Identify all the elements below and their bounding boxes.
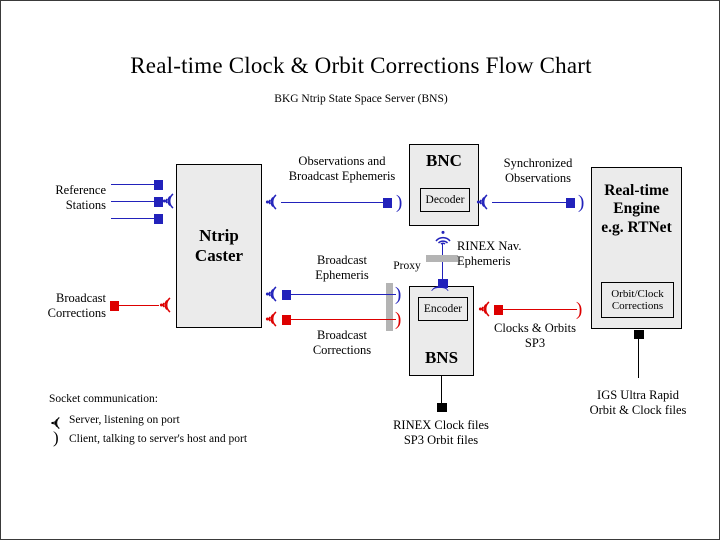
client-paren-bns-ephemeris-out: ) [395,284,402,305]
node-bnc-decoder[interactable]: Decoder [420,188,470,212]
label-synchronized-observations: Synchronized Observations [503,156,573,186]
proxy-bar-rinex [426,255,458,262]
socket-icon-caster-in-corrections [265,309,280,329]
arrow-observations-line [281,202,385,203]
node-bnc-title: BNC [426,151,462,170]
page-title: Real-time Clock & Orbit Corrections Flow… [130,53,592,78]
client-paren-bnc-in: ) [396,192,403,213]
proxy-bar-bns-out [386,283,393,331]
client-paren-bns-corrections-out: ) [395,309,402,330]
socket-icon-caster-in-ephemeris [265,284,280,304]
socket-icon-legend-server [49,415,64,431]
socket-icon-caster-corrections [159,295,174,315]
arrow-ref-station-3-head [154,214,163,224]
socket-icon-bnc-out-rinex [433,230,453,245]
arrow-ref-station-1-line [111,184,156,185]
arrow-clocks-orbits-line [503,309,577,310]
node-bns-title: BNS [424,347,459,367]
arrow-broadcast-corrections-left-line [119,305,159,306]
socket-icon-bns-in-clocks [478,299,493,319]
label-proxy: Proxy [393,260,421,272]
client-paren-bns-rinex-in: ) [428,285,450,292]
socket-icon-caster-stations [162,191,177,211]
node-bnc[interactable]: BNC Decoder [409,144,479,226]
client-paren-rtengine-clocks-out: ) [576,299,583,320]
node-bns-encoder[interactable]: Encoder [418,297,468,321]
arrow-broadcast-ephemeris-line [291,294,396,295]
socket-icon-caster-out-observations [265,192,280,212]
client-paren-legend-icon: ) [53,428,59,447]
label-igs-ultra-rapid: IGS Ultra Rapid Orbit & Clock files [589,388,687,418]
node-realtime-engine-corrections[interactable]: Orbit/Clock Corrections [601,282,674,318]
arrow-igs-line [638,338,639,378]
arrow-clocks-orbits-head [494,305,503,315]
arrow-observations-head [383,198,392,208]
node-bns[interactable]: Encoder BNS [409,286,474,376]
arrow-ref-station-2-line [111,201,156,202]
arrow-rinex-files-head [437,403,447,412]
label-broadcast-corrections-left: Broadcast Corrections [47,291,106,321]
label-rinex-nav-ephemeris: RINEX Nav. Ephemeris [457,239,522,269]
arrow-broadcast-corrections-mid-line [291,319,396,320]
arrow-rinex-nav-line [442,244,443,282]
socket-icon-bnc-out-sync [476,192,491,212]
arrow-broadcast-corrections-left-head [110,301,119,311]
arrow-igs-head [634,330,644,339]
arrow-sync-observations-head [566,198,575,208]
legend-client-label: Client, talking to server's host and por… [69,433,248,445]
client-paren-rtengine-in: ) [578,192,585,213]
label-rinex-clock-sp3-files: RINEX Clock files SP3 Orbit files [393,418,489,448]
legend-server-label: Server, listening on port [69,414,180,426]
label-clocks-orbits-sp3: Clocks & Orbits SP3 [494,321,576,351]
arrow-rinex-files-line [441,376,442,406]
node-realtime-engine[interactable]: Real-time Engine e.g. RTNet Orbit/Clock … [591,167,682,329]
arrow-rinex-nav-head [438,279,448,288]
legend-heading: Socket communication: [49,393,158,405]
arrow-ref-station-2-head [154,197,163,207]
label-observations-broadcast-ephemeris: Observations and Broadcast Ephemeris [288,154,396,184]
arrow-sync-observations-line [492,202,568,203]
node-ntrip-caster[interactable]: Ntrip Caster [176,164,262,328]
label-reference-stations: Reference Stations [55,183,106,213]
arrow-ref-station-1-head [154,180,163,190]
node-ntrip-caster-title: Ntrip Caster [194,225,244,265]
label-broadcast-ephemeris: Broadcast Ephemeris [315,253,369,283]
arrow-broadcast-ephemeris-head [282,290,291,300]
arrow-broadcast-corrections-mid-head [282,315,291,325]
node-realtime-engine-title: Real-time Engine e.g. RTNet [601,182,672,236]
label-broadcast-corrections-mid: Broadcast Corrections [312,328,372,358]
page-subtitle: BKG Ntrip State Space Server (BNS) [274,93,448,105]
arrow-ref-station-3-line [111,218,156,219]
